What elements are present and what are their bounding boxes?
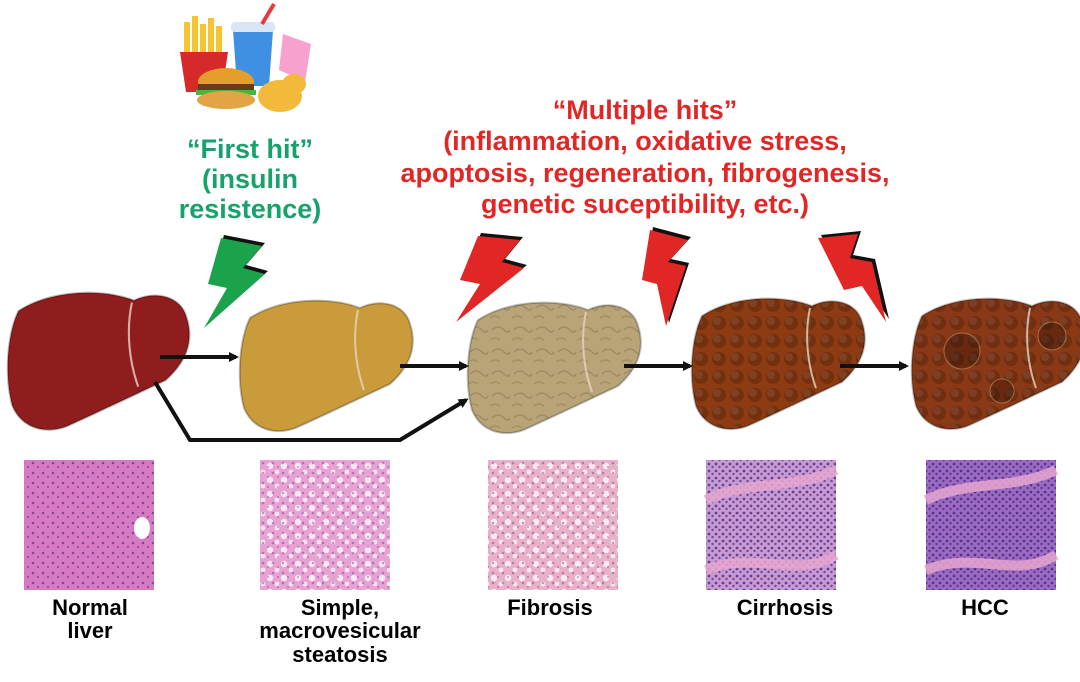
histology-fibrosis <box>488 460 618 590</box>
stage-label-cirrhosis: Cirrhosis <box>700 595 870 620</box>
stage-label-normal-liver: Normal liver <box>20 596 160 643</box>
multiple-hits-title: “Multiple hits” <box>552 95 738 125</box>
lightning-bolt-icon <box>818 231 889 322</box>
multiple-hits-line2: (inflammation, oxidative stress, <box>443 126 847 157</box>
stage-label-line: Fibrosis <box>507 595 593 620</box>
multiple-hits-line4: genetic suceptibility, etc.) <box>480 188 810 219</box>
first-hit-title: “First hit” <box>187 134 313 164</box>
first-hit-line2: (insulin <box>202 164 298 195</box>
stage-label-line: HCC <box>961 595 1009 620</box>
lightning-bolt-icon <box>456 233 527 322</box>
stage-label-line: Cirrhosis <box>736 595 834 620</box>
multiple-hits-text: “Multiple hits” (inflammation, oxidative… <box>385 95 905 220</box>
stage-label-fibrosis: Fibrosis <box>470 595 630 620</box>
liver-hcc <box>910 297 1080 431</box>
stage-label-line: Normal <box>52 595 128 620</box>
first-hit-text: “First hit” (insulin resistence) <box>150 134 350 225</box>
histology-steatosis <box>260 460 390 590</box>
liver-fibrosis <box>466 301 642 435</box>
multiple-hits-line3: apoptosis, regeneration, fibrogenesis, <box>400 157 890 188</box>
liver-cirrhosis <box>690 297 866 431</box>
stage-label-line: steatosis <box>292 641 388 667</box>
first-hit-line3: resistence) <box>178 194 322 225</box>
histology-hcc <box>923 460 1059 590</box>
arrow-normal-to-fibrosis <box>153 380 469 442</box>
stage-label-line: macrovesicular <box>259 618 421 644</box>
stage-label-steatosis: Simple, macrovesicular steatosis <box>240 596 440 666</box>
liver-normal <box>6 291 191 431</box>
histology-normal <box>24 460 154 590</box>
stage-label-line: liver <box>67 618 113 644</box>
stage-label-line: Simple, <box>300 595 380 620</box>
stage-label-hcc: HCC <box>930 595 1040 620</box>
lightning-bolt-icon <box>642 227 691 326</box>
lightning-bolt-icon <box>204 235 268 328</box>
liver-steatosis <box>238 299 414 433</box>
junk-food-icon <box>180 2 311 112</box>
histology-cirrhosis <box>703 460 839 590</box>
progression-arrows <box>153 352 909 442</box>
